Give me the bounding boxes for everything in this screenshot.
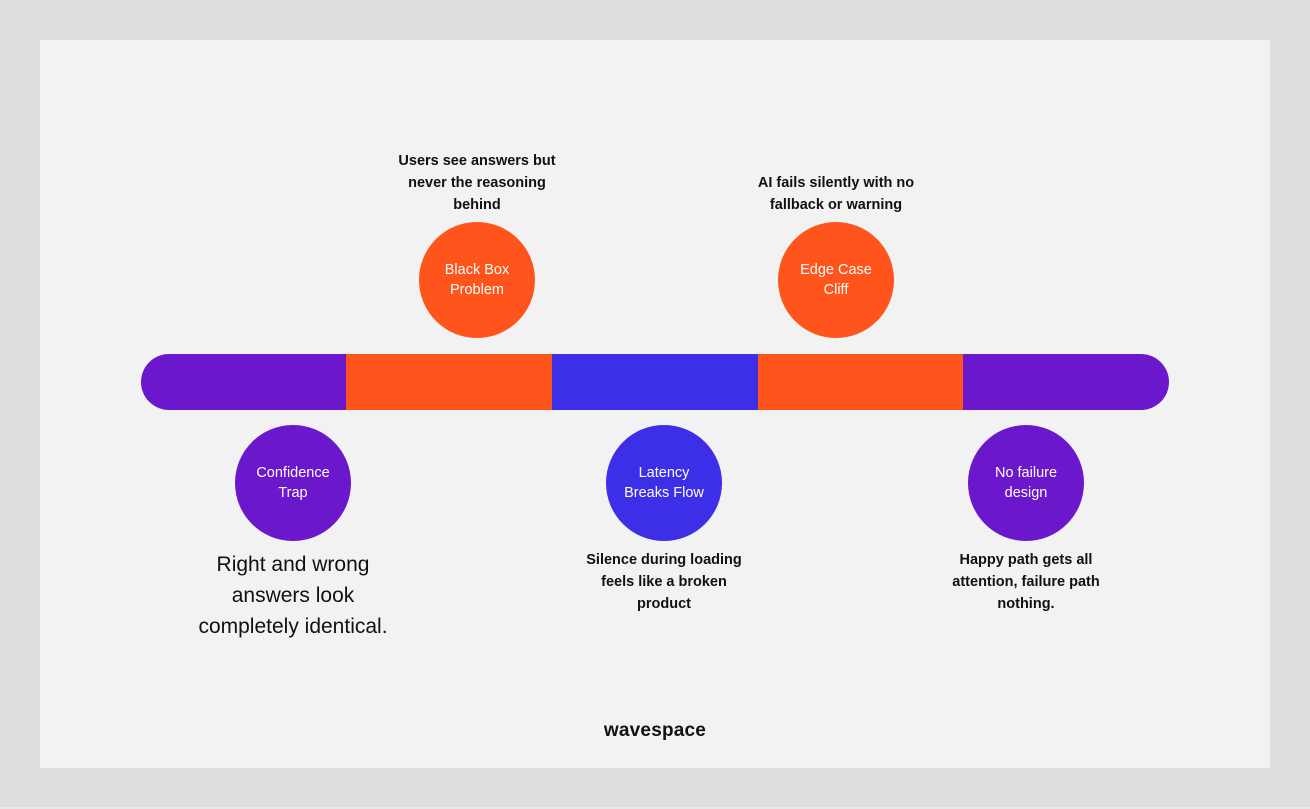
timeline-bar: [141, 354, 1169, 410]
caption-edge-case-cliff: AI fails silently with no fallback or wa…: [757, 175, 915, 213]
timeline-segment-2: [346, 354, 552, 410]
timeline-segment-3: [552, 354, 758, 410]
caption-no-failure-design: Happy path gets all attention, failure p…: [952, 552, 1100, 612]
bottom-divider: [0, 807, 1310, 809]
wavespace-logo: wavespace: [603, 720, 707, 741]
node-edge-case-cliff: Edge Case Cliff: [778, 222, 894, 338]
node-no-failure-design: No failure design: [968, 425, 1084, 541]
caption-confidence-trap: Right and wrong answers look completely …: [198, 553, 388, 638]
node-latency-breaks-flow: Latency Breaks Flow: [606, 425, 722, 541]
timeline-segment-1: [141, 354, 346, 410]
node-confidence-trap: Confidence Trap: [235, 425, 351, 541]
node-black-box-problem: Black Box Problem: [419, 222, 535, 338]
timeline-segment-5: [963, 354, 1169, 410]
caption-black-box-problem: Users see answers but never the reasonin…: [398, 153, 556, 213]
timeline-segment-4: [758, 354, 963, 410]
caption-latency-breaks-flow: Silence during loading feels like a brok…: [586, 552, 742, 612]
